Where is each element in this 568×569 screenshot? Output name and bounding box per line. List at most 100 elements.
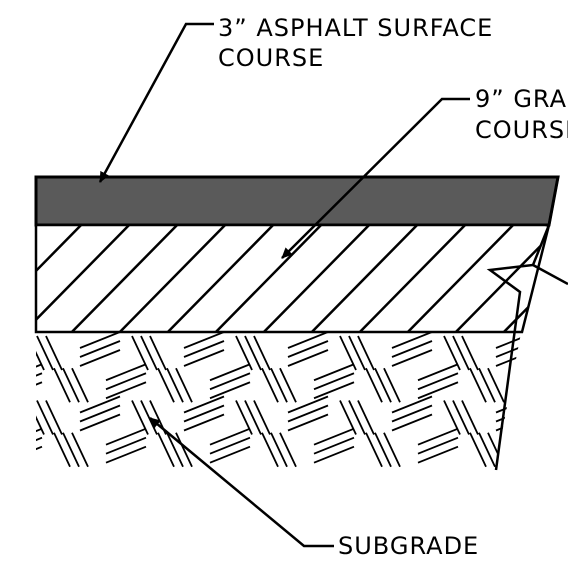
subgrade-hatch-line: [365, 367, 383, 403]
subgrade-hatch-line: [79, 340, 121, 358]
subgrade-hatch-line: [279, 367, 297, 403]
subgrade-hatch-line: [374, 432, 392, 468]
subgrade-hatch-line: [36, 400, 54, 435]
subgrade-hatch-line: [313, 363, 355, 382]
subgrade-hatch-line: [452, 400, 470, 435]
subgrade-hatch-line: [287, 340, 329, 358]
subgrade-hatch-line: [105, 363, 147, 382]
subgrade-hatch-line: [270, 367, 288, 403]
subgrade-hatch-line: [261, 432, 279, 468]
hatch-line: [447, 225, 546, 332]
hatch-line: [207, 225, 329, 332]
subgrade-hatch-line: [365, 432, 383, 468]
subgrade-hatch-line: [36, 372, 43, 391]
subgrade-hatch-line: [183, 404, 225, 423]
subgrade-hatch-line: [557, 400, 568, 434]
subgrade-hatch-line: [36, 427, 43, 446]
subgrade-hatch-line: [253, 400, 271, 435]
subgrade-leader: [149, 417, 334, 548]
asphalt-layer: [34, 175, 560, 227]
subgrade-hatch-line: [157, 432, 175, 468]
subgrade-hatch-line: [348, 335, 366, 371]
subgrade-hatch-line: [105, 372, 147, 391]
subgrade-hatch-line: [287, 413, 329, 432]
subgrade-hatch-line: [166, 367, 184, 403]
subgrade-hatch-line: [105, 436, 147, 455]
subgrade-hatch-line: [548, 400, 564, 434]
subgrade-hatch-line: [287, 404, 329, 423]
subgrade-hatch-line: [183, 333, 225, 349]
subgrade-hatch-line: [357, 400, 375, 435]
subgrade-hatch-line: [478, 367, 496, 403]
hatch-line: [63, 225, 185, 332]
subgrade-hatch-line: [452, 335, 470, 371]
subgrade-hatch-line: [391, 340, 433, 358]
subgrade-hatch-line: [522, 373, 562, 389]
subgrade-hatch-line: [391, 349, 433, 367]
subgrade-hatch-line: [209, 363, 251, 382]
hatch-line: [303, 225, 425, 332]
subgrade-hatch-line: [417, 436, 459, 455]
subgrade-hatch-line: [522, 429, 562, 445]
subgrade-hatch-line: [53, 432, 71, 468]
subgrade-hatch-line: [244, 400, 262, 435]
subgrade-hatch-line: [36, 335, 54, 371]
subgrade-hatch-line: [495, 333, 521, 349]
subgrade-hatch-line: [461, 335, 479, 371]
hatch-line: [36, 225, 89, 332]
break-line: [486, 176, 560, 471]
base-course-layer: [34, 223, 551, 334]
subgrade-hatch-line: [313, 436, 355, 455]
subgrade-hatch-line: [383, 432, 401, 468]
subgrade-hatch-line: [79, 349, 121, 367]
subgrade-hatch-line: [522, 382, 562, 398]
subgrade-hatch-line: [79, 333, 121, 349]
subgrade-hatch-line: [548, 336, 564, 370]
subgrade-hatch-line: [209, 381, 251, 400]
subgrade-hatch-line: [287, 349, 329, 367]
hatch-line: [36, 225, 137, 332]
subgrade-hatch-line: [166, 432, 184, 468]
subgrade-hatch-line: [313, 381, 355, 400]
subgrade-hatch-line: [79, 395, 121, 414]
subgrade-hatch-line: [71, 432, 89, 468]
subgrade-hatch-line: [183, 340, 225, 358]
subgrade-hatch-line: [478, 432, 496, 468]
asphalt-label-line2: COURSE: [218, 44, 324, 72]
subgrade-label: SUBGRADE: [338, 532, 479, 560]
subgrade-hatch-line: [357, 335, 375, 371]
subgrade-hatch-line: [36, 436, 43, 455]
hatch-line: [36, 225, 41, 332]
subgrade-hatch-line: [36, 381, 43, 400]
subgrade-hatch-line: [36, 363, 43, 382]
subgrade-hatch-line: [417, 372, 459, 391]
hatch-line: [111, 225, 233, 332]
subgrade-hatch-line: [469, 367, 487, 403]
base-label-line1: 9” GRA: [475, 85, 567, 113]
subgrade-hatch-line: [140, 335, 158, 371]
subgrade-hatch-line: [383, 367, 401, 403]
subgrade-hatch-line: [522, 447, 562, 463]
subgrade-hatch-line: [140, 400, 158, 435]
base-label-line2: COURSE: [475, 116, 568, 144]
subgrade-hatch-line: [313, 445, 355, 464]
subgrade-hatch-line: [313, 427, 355, 446]
subgrade-hatch-line: [487, 367, 505, 403]
subgrade-hatch-line: [209, 427, 251, 446]
subgrade-hatch-line: [522, 364, 562, 380]
subgrade-hatch-line: [62, 432, 80, 468]
subgrade-hatch-line: [183, 349, 225, 367]
subgrade-hatch-line: [417, 363, 459, 382]
subgrade-hatch-line: [209, 445, 251, 464]
subgrade-hatch-line: [183, 395, 225, 414]
hatch-line: [399, 225, 521, 332]
subgrade-hatch-line: [557, 336, 568, 370]
asphalt-leader: [98, 22, 214, 183]
subgrade-hatch-line: [495, 340, 521, 358]
break-line-symbol: [532, 263, 568, 286]
subgrade-hatch-line: [183, 413, 225, 432]
subgrade-hatch-line: [391, 395, 433, 414]
asphalt-label-line1: 3” ASPHALT SURFACE: [218, 14, 493, 42]
subgrade-hatch-line: [71, 367, 89, 403]
subgrade-hatch-line: [469, 432, 487, 468]
